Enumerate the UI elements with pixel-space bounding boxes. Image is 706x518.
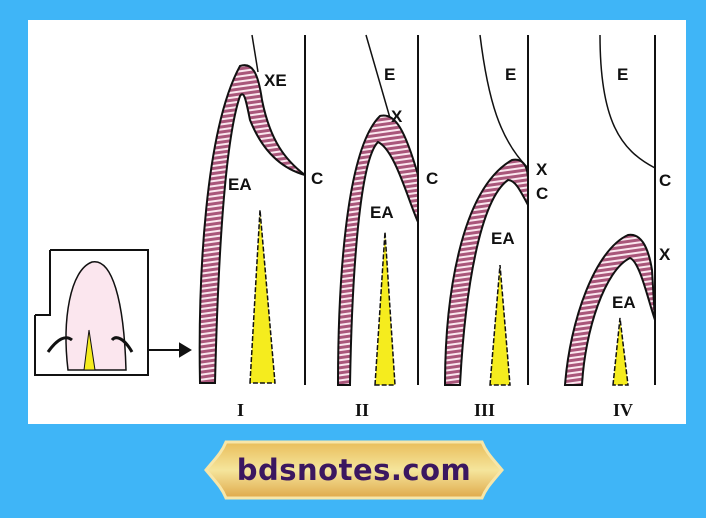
label-x: X: [391, 107, 403, 126]
stage-1: [198, 34, 306, 385]
label-ea: EA: [491, 229, 515, 248]
banner-text: bdsnotes.com: [236, 453, 472, 487]
stage-3: [443, 34, 529, 386]
stage-numeral: III: [474, 400, 495, 420]
label-c: C: [426, 169, 438, 188]
stage-numeral: I: [237, 400, 244, 420]
banner-frame: [204, 440, 504, 500]
site-banner: bdsnotes.com: [212, 442, 496, 498]
label-c: C: [659, 171, 671, 190]
label-ea: EA: [612, 293, 636, 312]
label-e: E: [505, 65, 516, 84]
label-x: X: [659, 245, 671, 264]
label-ea: EA: [370, 203, 394, 222]
label-e: E: [617, 65, 628, 84]
label-ea: EA: [228, 175, 252, 194]
label-xe: XE: [264, 71, 287, 90]
label-x: X: [536, 160, 548, 179]
stage-4: [563, 34, 656, 386]
label-c: C: [311, 169, 323, 188]
stage-numeral: IV: [613, 400, 633, 420]
stage-numeral: II: [355, 400, 369, 420]
stage-2: [336, 34, 419, 386]
inset-tooth: [34, 249, 192, 376]
arrow-icon: [148, 342, 192, 358]
label-c: C: [536, 184, 548, 203]
label-e: E: [384, 65, 395, 84]
